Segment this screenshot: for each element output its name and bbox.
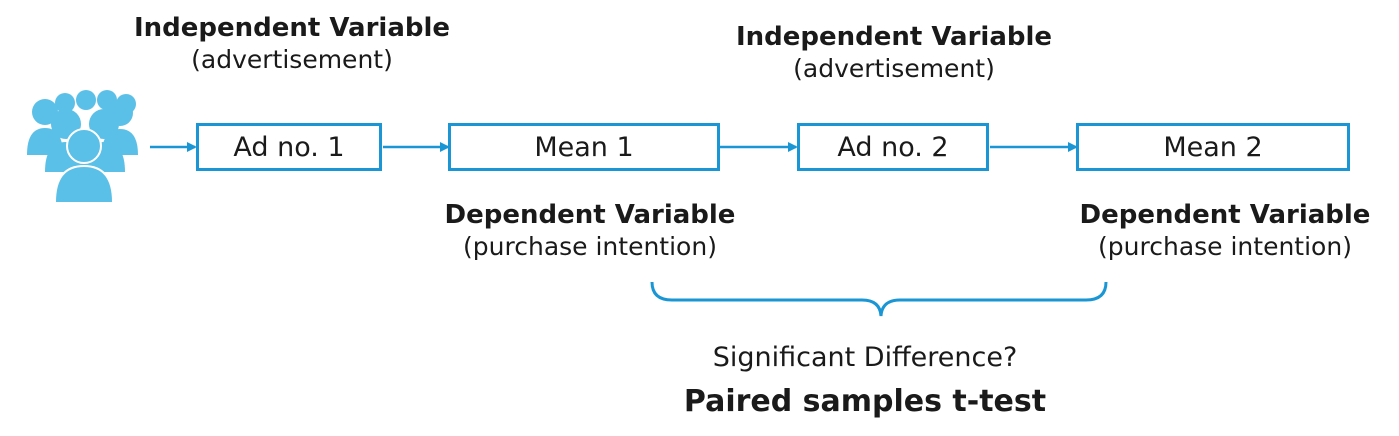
mean-1-box: Mean 1 (448, 123, 720, 171)
independent-variable-heading-2: Independent Variable (735, 22, 1053, 52)
independent-variable-subheading-1: (advertisement) (191, 44, 393, 74)
comparison-brace (650, 281, 1108, 317)
independent-variable-subheading-2: (advertisement) (793, 53, 995, 83)
independent-variable-label-1: Independent Variable (advertisement) (112, 13, 472, 75)
dependent-variable-subheading-2: (purchase intention) (1098, 231, 1352, 261)
dependent-variable-heading-2: Dependent Variable (1079, 200, 1371, 230)
significance-question: Significant Difference? (712, 342, 1018, 373)
ad-2-box: Ad no. 2 (797, 123, 989, 171)
independent-variable-heading-1: Independent Variable (133, 13, 451, 43)
dependent-variable-label-1: Dependent Variable (purchase intention) (420, 200, 760, 262)
paired-t-test-label: Paired samples t-test (683, 384, 1047, 419)
dependent-variable-label-2: Dependent Variable (purchase intention) (1055, 200, 1395, 262)
ad-1-box: Ad no. 1 (196, 123, 382, 171)
people-group-icon (27, 90, 138, 203)
dependent-variable-subheading-1: (purchase intention) (463, 231, 717, 261)
dependent-variable-heading-1: Dependent Variable (444, 200, 736, 230)
independent-variable-label-2: Independent Variable (advertisement) (714, 22, 1074, 84)
mean-2-box: Mean 2 (1076, 123, 1350, 171)
